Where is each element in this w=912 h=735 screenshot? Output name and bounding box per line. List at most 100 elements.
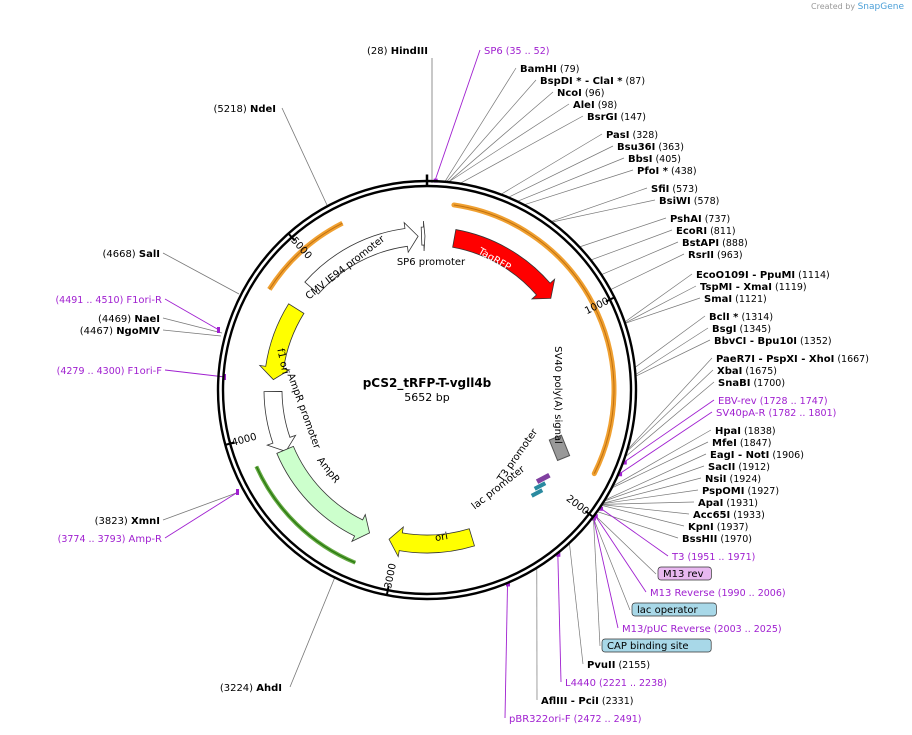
leader-line [592, 517, 619, 629]
primer-mark [591, 516, 596, 521]
site-position: (4469) [98, 314, 134, 325]
site-name: HindIII [391, 46, 428, 57]
tick-2000 [584, 510, 594, 518]
label-position: (578) [691, 196, 720, 207]
label-name: SfiI [651, 184, 669, 195]
label-position: (96) [582, 88, 605, 99]
label-name: PvuII [587, 660, 615, 671]
primer-ebv-rev: EBV-rev (1728 .. 1747) [718, 396, 828, 407]
site-pfoi: PfoI * (438) [637, 166, 697, 177]
primer-mark [622, 460, 627, 465]
site-pspomi: PspOMI (1927) [702, 486, 779, 497]
primer-mark [618, 472, 623, 477]
primer-name: Amp-R [129, 534, 163, 545]
feature-box [631, 602, 717, 617]
site-smai: SmaI (1121) [704, 294, 767, 305]
label-name: L4440 [565, 678, 596, 689]
site-position: (3224) [220, 683, 256, 694]
leader-line [449, 103, 570, 182]
leader-line [612, 441, 709, 488]
label-position: (1951 .. 1971) [684, 552, 755, 563]
label-position: (1970) [717, 534, 752, 545]
site-bstapi: BstAPI (888) [682, 238, 748, 249]
site-xbai: XbaI (1675) [717, 366, 777, 377]
label-name: TspMI - XmaI [700, 282, 772, 293]
site-position: (5218) [214, 104, 250, 115]
feature-label-cmv-ie94-promoter: CMV IE94 promoter [304, 233, 388, 302]
label-text: XbaI (1675) [717, 366, 777, 377]
primer-mark [217, 327, 220, 333]
site-name: NgoMIV [116, 326, 160, 337]
label-text: SmaI (1121) [704, 294, 767, 305]
label-position: (363) [655, 142, 684, 153]
feature-ampr-promoter [263, 391, 297, 452]
label-position: (1675) [742, 366, 777, 377]
label-text: BsgI (1345) [712, 324, 771, 335]
label-text: TspMI - XmaI (1119) [700, 282, 807, 293]
site-hpai: HpaI (1838) [715, 426, 776, 437]
plasmid-length: 5652 bp [404, 391, 449, 404]
label-text: EagI - NotI (1906) [710, 450, 804, 461]
label-name: SV40pA-R [716, 408, 765, 419]
primer-sv40pa-r: SV40pA-R (1782 .. 1801) [716, 408, 836, 419]
label-position: (328) [629, 130, 658, 141]
leader-line [611, 253, 685, 290]
site-pvuii: PvuII (2155) [587, 660, 650, 671]
primer-label: (4491 .. 4510) F1ori-R [55, 295, 162, 306]
label-position: (573) [669, 184, 698, 195]
label-name: PasI [606, 130, 629, 141]
label-position: (79) [557, 64, 580, 75]
label-position: (438) [668, 166, 697, 177]
label-position: (1847) [737, 438, 772, 449]
label-text: SfiI (573) [651, 184, 698, 195]
site-label: (4668) SalI [102, 249, 160, 260]
label-position: (35 .. 52) [503, 46, 550, 57]
leader-line [636, 327, 709, 375]
label-name: EBV-rev [718, 396, 757, 407]
tick-1000 [605, 296, 615, 303]
label-position: (1314) [738, 312, 773, 323]
label-text: NsiI (1924) [705, 474, 761, 485]
primer-mark [236, 489, 239, 495]
credit-prefix: Created by [811, 2, 856, 11]
feature-tagrfp [452, 229, 556, 300]
label-name: BsgI [712, 324, 736, 335]
site-bcli: BclI * (1314) [709, 312, 773, 323]
tick-label-2000: 2000 [564, 493, 591, 517]
site-kpni: KpnI (1937) [688, 522, 748, 533]
site-paer7i-pspxi-xhoi: PaeR7I - PspXI - XhoI (1667) [716, 354, 869, 365]
site-hindiii: (28) HindIII [367, 46, 428, 57]
label-text: BclI * (1314) [709, 312, 773, 323]
label-position: (2472 .. 2491) [571, 714, 642, 725]
site-apai: ApaI (1931) [698, 498, 758, 509]
site-sfii: SfiI (573) [651, 184, 698, 195]
leader-line [626, 381, 715, 457]
leader-line [625, 273, 693, 322]
label-text: SnaBI (1700) [718, 378, 785, 389]
annotation-arcs [254, 202, 617, 565]
site-position: (28) [367, 46, 391, 57]
leader-line [603, 501, 695, 505]
label-text: EBV-rev (1728 .. 1747) [718, 396, 828, 407]
primer-l4440: L4440 (2221 .. 2238) [565, 678, 667, 689]
label-text: EcoO109I - PpuMI (1114) [696, 270, 830, 281]
site-sacii: SacII (1912) [708, 462, 770, 473]
label-text: PasI (328) [606, 130, 658, 141]
leader-line [501, 133, 603, 195]
label-position: (1667) [834, 354, 869, 365]
plasmid-center: pCS2_tRFP-T-vgll4b 5652 bp [363, 376, 492, 404]
label-name: M13/pUC Reverse [622, 624, 711, 635]
label-name: PaeR7I - PspXI - XhoI [716, 354, 834, 365]
label-name: Bsu36I [617, 142, 655, 153]
label-text: MfeI (1847) [712, 438, 771, 449]
label-position: (1990 .. 2006) [715, 588, 786, 599]
leader-line [289, 576, 336, 688]
label-name: BsrGI [587, 112, 617, 123]
label-name: SacII [708, 462, 735, 473]
site-bsiwi: BsiWI (578) [659, 196, 719, 207]
label-position: (1906) [769, 450, 804, 461]
site-afliii-pcii: AflIII - PciI (2331) [541, 696, 633, 707]
label-text: BssHII (1970) [682, 534, 752, 545]
label-text: BsiWI (578) [659, 196, 719, 207]
site-mfei: MfeI (1847) [712, 438, 771, 449]
